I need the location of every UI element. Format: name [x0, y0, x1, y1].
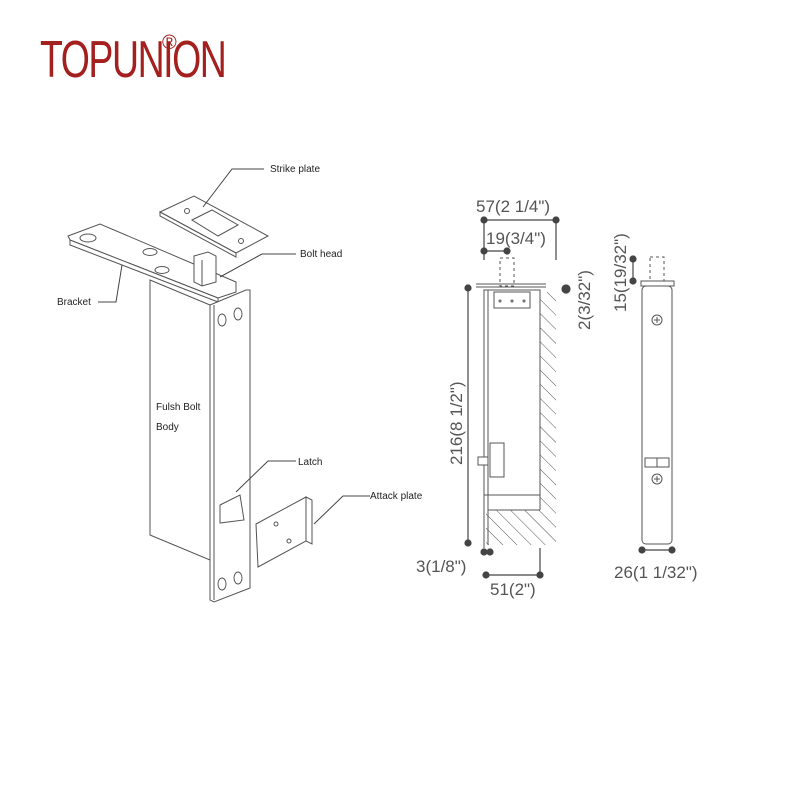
isometric-view	[67, 195, 313, 603]
dim-height: 216(8 1/2")	[447, 381, 466, 465]
label-strike-plate: Strike plate	[270, 164, 320, 175]
brand-logo: TOPUNION ®	[40, 31, 298, 89]
dim-plate-thickness: 3(1/8")	[416, 557, 466, 576]
side-view	[476, 257, 556, 548]
dim-face-width: 26(1 1/32")	[614, 563, 698, 582]
dim-bolt-projection: 15(19/32")	[611, 233, 630, 312]
side-dimension-labels: 57(2 1/4") 19(3/4") 2(3/32") 216(8 1/2")…	[416, 197, 594, 599]
bolt-head-part	[193, 251, 217, 287]
label-bolt-head: Bolt head	[300, 249, 342, 260]
front-dimension-lines	[629, 255, 676, 554]
front-view	[640, 256, 675, 545]
attack-plate-part	[255, 496, 313, 568]
side-dimension-lines	[464, 216, 571, 579]
brand-name: TOPUNION	[40, 31, 227, 89]
dim-depth: 51(2")	[490, 580, 536, 599]
leader-lines	[98, 168, 370, 525]
label-attack-plate: Attack plate	[370, 491, 423, 502]
label-latch: Latch	[298, 457, 322, 468]
label-bracket: Bracket	[57, 297, 91, 308]
bolt-body-part	[149, 279, 251, 603]
label-body-line2: Body	[156, 422, 179, 433]
front-dimension-labels: 15(19/32") 26(1 1/32")	[611, 233, 698, 582]
isometric-labels: Strike plate Bolt head Bracket Fulsh Bol…	[57, 164, 423, 502]
registered-mark: ®	[162, 32, 177, 54]
dim-top-offset: 2(3/32")	[575, 270, 594, 330]
label-body-line1: Fulsh Bolt	[156, 402, 201, 413]
dim-head-width: 19(3/4")	[486, 229, 546, 248]
dim-overall-width: 57(2 1/4")	[476, 197, 550, 216]
strike-plate-part	[158, 195, 270, 258]
